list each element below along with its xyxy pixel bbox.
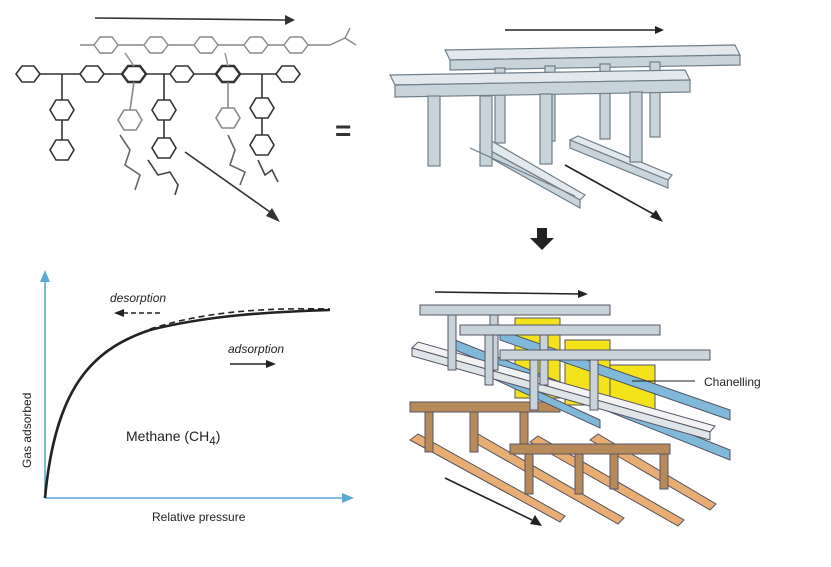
stacked-framework (409, 290, 731, 527)
adsorption-label: adsorption (228, 342, 285, 356)
desorption-curve (149, 307, 331, 330)
y-axis-label: Gas adsorbed (20, 392, 34, 468)
isotherm-plot (40, 270, 354, 503)
equals-sign: = (335, 115, 352, 146)
desorption-label: desorption (110, 291, 167, 305)
beam-model (389, 26, 741, 222)
down-arrow-icon (530, 228, 554, 250)
chain-direction-arrow (94, 17, 286, 21)
gas-label: Methane (CH4) (126, 428, 221, 448)
main-chain (15, 52, 301, 84)
stacking-direction-arrow (184, 151, 271, 213)
pendant-groups (49, 74, 279, 196)
upper-chain (80, 27, 357, 54)
adsorption-curve (43, 308, 331, 499)
channelling-label: Chanelling (704, 375, 761, 389)
x-axis-label: Relative pressure (152, 510, 246, 524)
molecular-structure (15, 15, 357, 222)
